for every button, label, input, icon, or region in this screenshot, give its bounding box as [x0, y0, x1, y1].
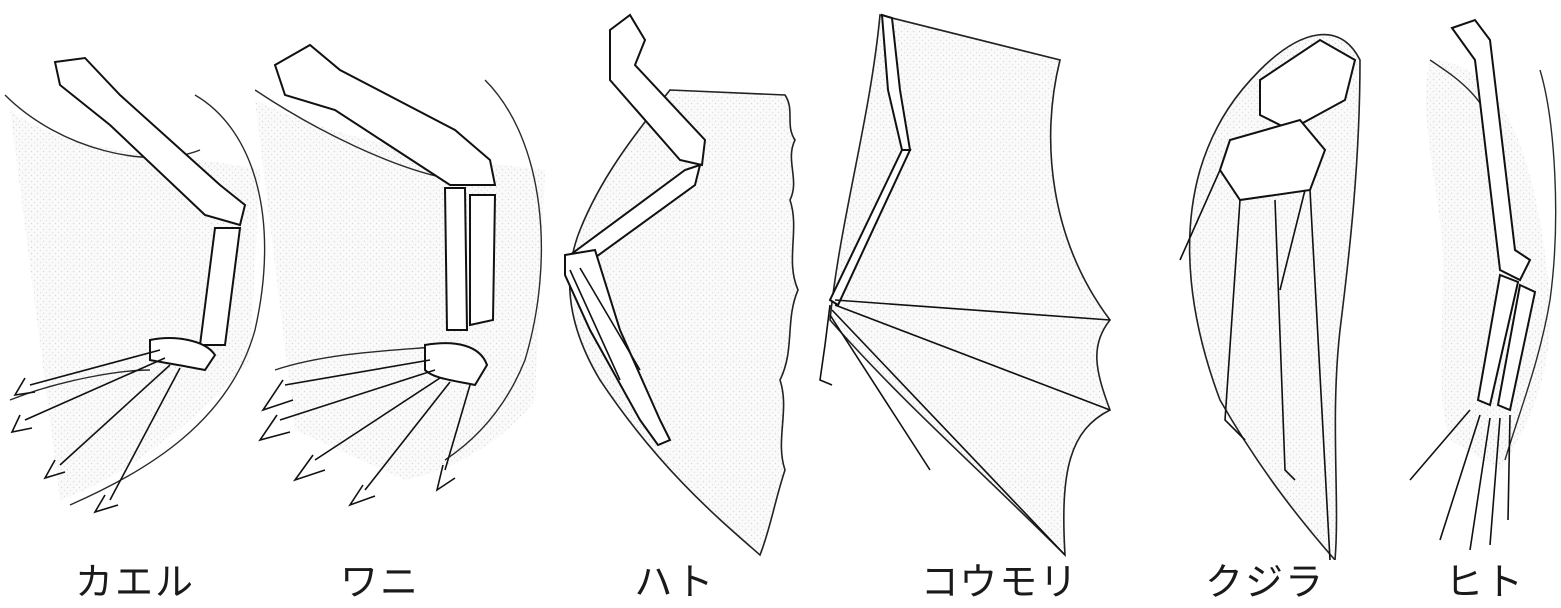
crocodile-forelimb-icon: [255, 0, 555, 560]
frog-forelimb-icon: [0, 0, 270, 560]
label-whale: クジラ: [1165, 560, 1365, 608]
bat-wing-icon: [810, 0, 1130, 560]
label-crocodile: ワニ: [300, 560, 460, 608]
label-bat: コウモリ: [880, 560, 1120, 608]
label-pigeon: ハト: [595, 560, 755, 608]
label-human: ヒト: [1420, 560, 1550, 608]
pigeon-wing-icon: [540, 0, 820, 560]
whale-flipper-icon: [1160, 0, 1380, 560]
label-frog: カエル: [40, 560, 230, 608]
human-arm-icon: [1390, 0, 1561, 560]
